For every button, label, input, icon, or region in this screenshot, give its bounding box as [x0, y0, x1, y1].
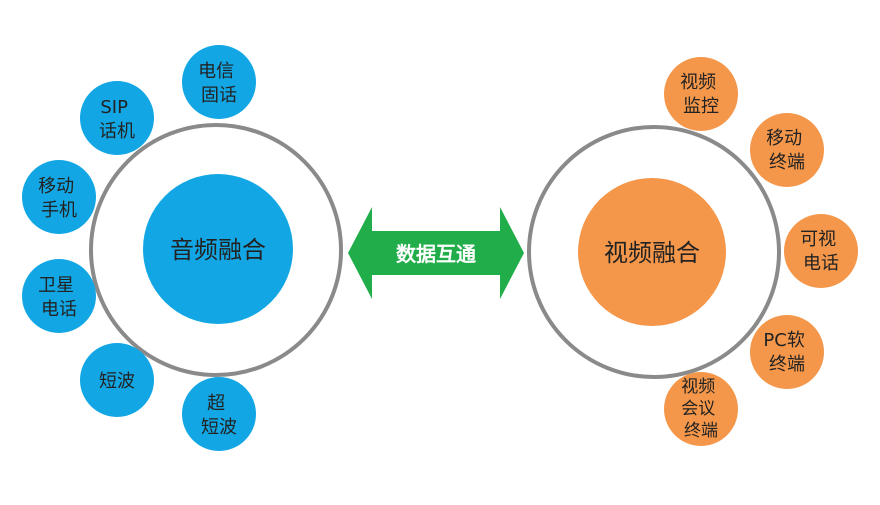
svg-text:可视 电话: 可视 电话 — [800, 229, 842, 274]
satellite-line: 超 — [207, 393, 225, 414]
satellite-line: 电话 — [41, 299, 77, 320]
satellite-line: 移动 — [766, 128, 802, 149]
satellite-line: 固话 — [201, 85, 237, 106]
svg-text:电信 固话: 电信 固话 — [198, 61, 240, 106]
video-satellite: 移动 终端 — [750, 113, 824, 187]
audio-hub-core — [143, 174, 293, 324]
satellite-line: 电信 — [198, 61, 234, 82]
video-satellite: PC软 终端 — [750, 315, 824, 389]
audio-hub: 音频融合 — [89, 123, 343, 377]
satellite-line: 手机 — [41, 200, 77, 221]
satellite-line: SIP — [100, 97, 128, 118]
video-satellite: 可视 电话 — [784, 214, 858, 288]
satellite-line: 视频 — [681, 377, 715, 397]
satellite-line: 短波 — [99, 371, 135, 392]
video-hub: 视频融合 — [527, 125, 781, 379]
video-hub-core — [578, 178, 726, 326]
svg-text:移动 终端: 移动 终端 — [766, 128, 808, 173]
audio-satellite: 电信 固话 — [182, 45, 256, 119]
satellite-line: 移动 — [38, 176, 74, 197]
svg-text:SIP 话机: SIP 话机 — [99, 97, 135, 142]
satellite-line: 话机 — [99, 121, 135, 142]
satellite-line: 短波 — [201, 417, 237, 438]
satellite-line: 视频 — [680, 72, 716, 93]
video-satellite: 视频 会议 终端 — [664, 372, 738, 446]
satellite-line: 监控 — [683, 96, 719, 117]
audio-satellite: SIP 话机 — [80, 81, 154, 155]
svg-text:移动 手机: 移动 手机 — [38, 176, 80, 221]
satellite-line: 终端 — [684, 421, 718, 441]
satellite-line: PC软 — [763, 330, 804, 351]
audio-satellite: 超 短波 — [182, 377, 256, 451]
video-satellite: 视频 监控 — [664, 57, 738, 131]
double-arrow-icon — [348, 207, 524, 299]
svg-text:短波: 短波 — [99, 371, 135, 392]
audio-satellite: 卫星 电话 — [22, 259, 96, 333]
video-hub-label: 视频融合 — [604, 239, 700, 267]
svg-text:卫星 电话: 卫星 电话 — [38, 275, 80, 320]
audio-satellite: 移动 手机 — [22, 160, 96, 234]
satellite-line: 电话 — [803, 253, 839, 274]
satellite-line: 卫星 — [38, 275, 74, 296]
data-exchange-arrow: 数据互通 — [348, 207, 524, 299]
arrow-label: 数据互通 — [396, 242, 476, 266]
audio-satellite: 短波 — [80, 343, 154, 417]
svg-text:PC软 终端: PC软 终端 — [763, 330, 810, 375]
satellite-line: 可视 — [800, 229, 836, 250]
svg-text:视频 会议 终端: 视频 会议 终端 — [681, 377, 720, 441]
svg-text:超 短波: 超 短波 — [201, 393, 237, 438]
audio-hub-label: 音频融合 — [170, 236, 266, 264]
satellite-line: 终端 — [769, 354, 805, 375]
svg-text:视频 监控: 视频 监控 — [680, 72, 722, 117]
satellite-line: 终端 — [769, 152, 805, 173]
satellite-line: 会议 — [681, 399, 715, 419]
